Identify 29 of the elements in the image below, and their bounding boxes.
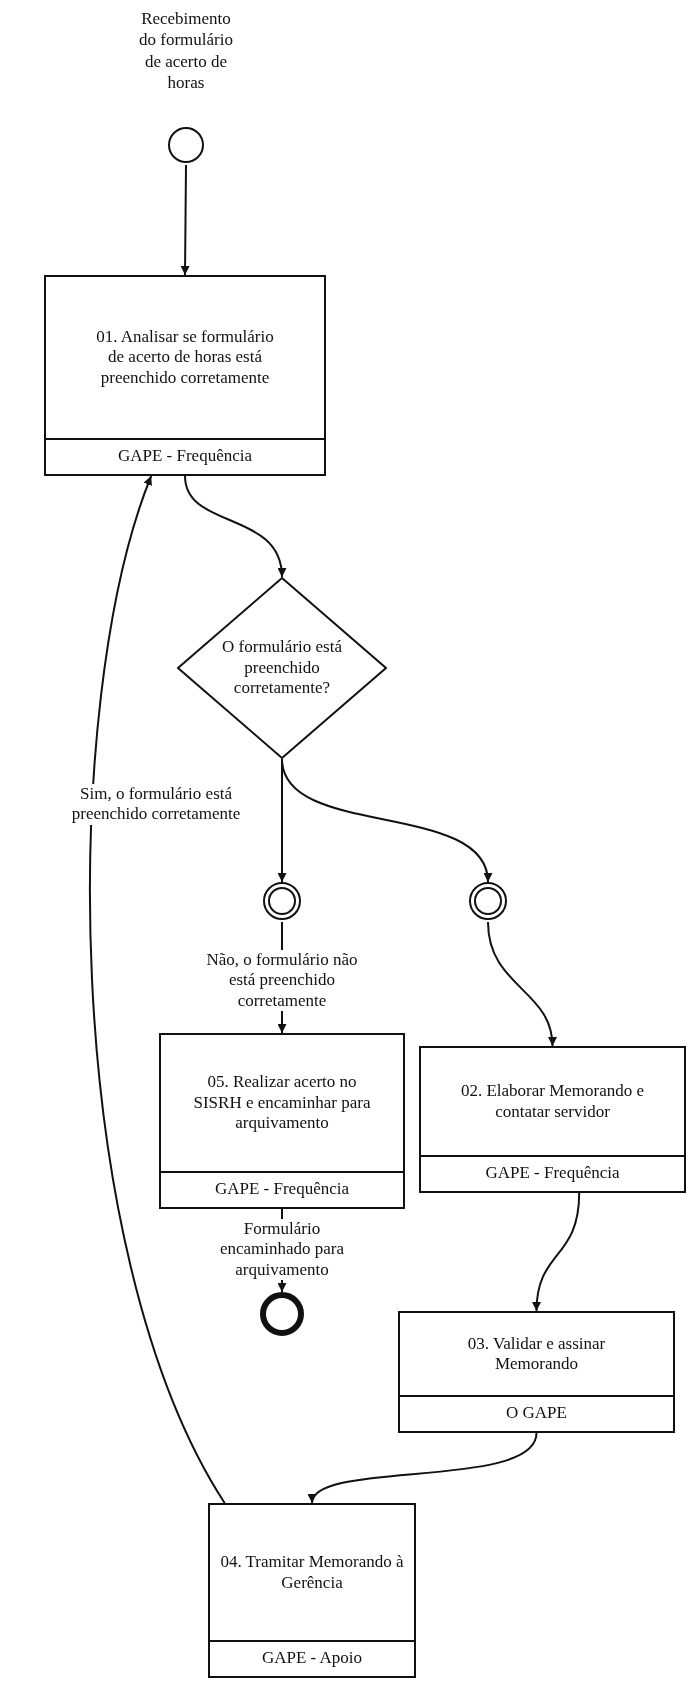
- task-label: 05. Realizar acerto no SISRH e encaminhar para arquivamento: [192, 1072, 372, 1134]
- intermediate-event-circle: [263, 882, 301, 920]
- task-label: 02. Elaborar Memorando e contatar servidor: [459, 1081, 646, 1122]
- arrow: [89, 475, 226, 1504]
- lane-label: GAPE - Frequência: [46, 438, 324, 474]
- task-label: 03. Validar e assinar Memorando: [466, 1333, 607, 1375]
- lane-label: GAPE - Frequência: [161, 1171, 403, 1207]
- arrow: [184, 475, 286, 578]
- lane-label: GAPE - Apoio: [210, 1640, 414, 1676]
- arrow: [281, 758, 491, 883]
- task-box: [398, 1311, 675, 1433]
- decision-label: O formulário está preenchido corretamente?: [221, 637, 343, 699]
- end-event-circle: [260, 1292, 304, 1336]
- task-label: 01. Analisar se formulário de acerto de horas está preenchido corretamente: [95, 326, 275, 389]
- arrow: [487, 921, 557, 1047]
- task-box: [419, 1046, 686, 1193]
- lane-label: GAPE - Frequência: [421, 1155, 684, 1191]
- task-box: [44, 275, 326, 476]
- arrow: [532, 1192, 581, 1312]
- intermediate-event-circle: [469, 882, 507, 920]
- arrow: [180, 164, 190, 276]
- event-label: Recebimento do formulário de acerto de horas: [138, 8, 234, 93]
- arrow: [311, 1432, 538, 1504]
- task-box: [159, 1033, 405, 1209]
- decision-diamond: [177, 577, 387, 759]
- task-box: [208, 1503, 416, 1678]
- start-event-circle: [168, 127, 204, 163]
- lane-label: O GAPE: [400, 1395, 673, 1431]
- task-label: 04. Tramitar Memorando à Gerência: [220, 1552, 404, 1593]
